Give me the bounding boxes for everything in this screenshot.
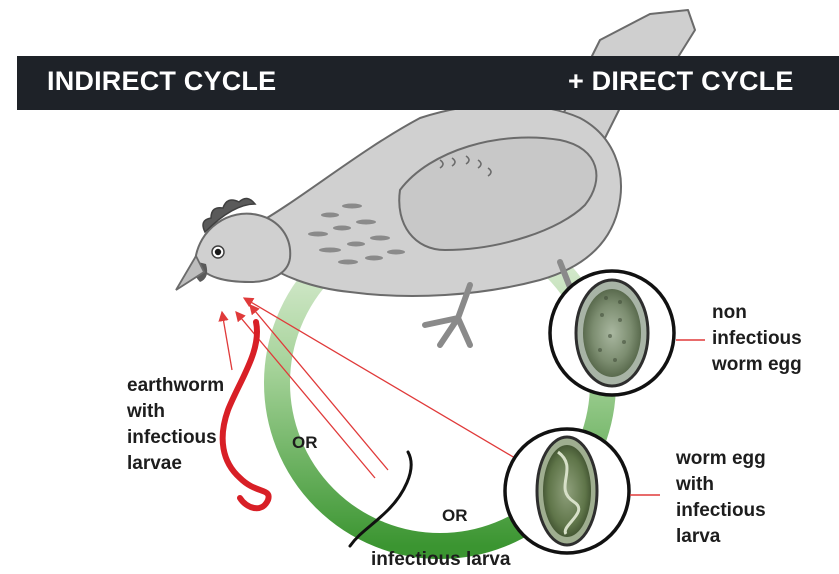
indirect-cycle-title: INDIRECT CYCLE xyxy=(47,66,276,97)
egg-with-larva-label: worm egg with infectious larva xyxy=(676,446,766,550)
or-label-left: OR xyxy=(292,433,318,453)
or-label-bottom: OR xyxy=(442,506,468,526)
infectious-larva-label: infectious larva xyxy=(371,547,510,573)
earthworm-icon xyxy=(223,322,269,508)
egg-micrograph-icon xyxy=(550,271,674,395)
egg-larva-micrograph-icon xyxy=(505,429,629,553)
direct-cycle-title: + DIRECT CYCLE xyxy=(568,66,794,97)
non-infectious-egg-label: non infectious worm egg xyxy=(712,300,802,378)
earthworm-label: earthworm with infectious larvae xyxy=(127,373,224,477)
